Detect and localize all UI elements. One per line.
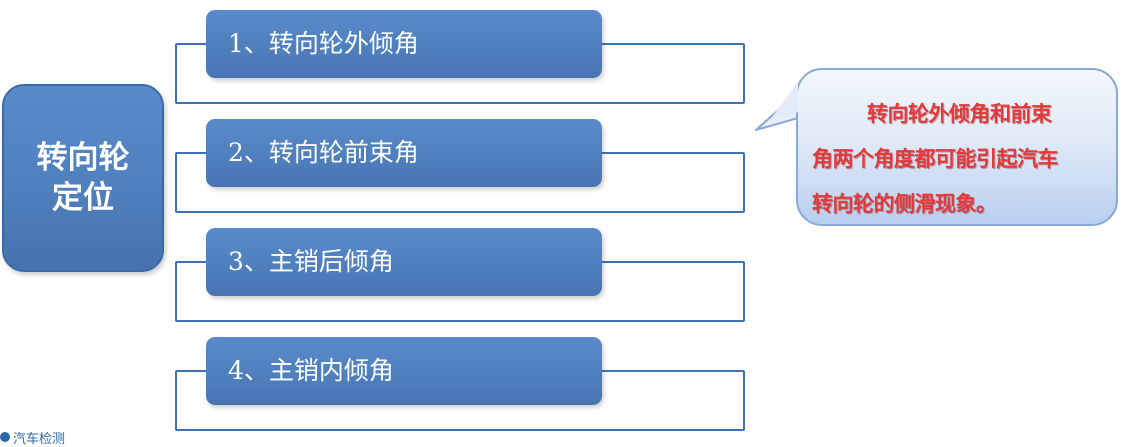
root-node: 转向轮 定位 xyxy=(2,84,164,272)
callout-tail-cover xyxy=(770,82,798,120)
callout-bubble xyxy=(796,68,1118,226)
root-node-line1: 转向轮 xyxy=(36,140,130,176)
callout-text-line1: 转向轮外倾角和前束 xyxy=(867,102,1052,126)
item-box-1: 1、转向轮外倾角 xyxy=(206,10,602,78)
item-box-2: 2、转向轮前束角 xyxy=(206,119,602,187)
item-box-4: 4、主销内倾角 xyxy=(206,337,602,405)
watermark-text: 汽车检测 xyxy=(13,431,66,447)
callout-text-line2: 角两个角度都可能引起汽车 xyxy=(812,147,1059,171)
item-box-3: 3、主销后倾角 xyxy=(206,228,602,296)
callout-text-line3: 转向轮的侧滑现象。 xyxy=(812,192,997,216)
callout-text: 转向轮外倾角和前束 角两个角度都可能引起汽车 转向轮的侧滑现象。 xyxy=(812,92,1112,227)
watermark-logo-icon xyxy=(0,432,10,442)
root-node-line2: 定位 xyxy=(52,180,114,216)
